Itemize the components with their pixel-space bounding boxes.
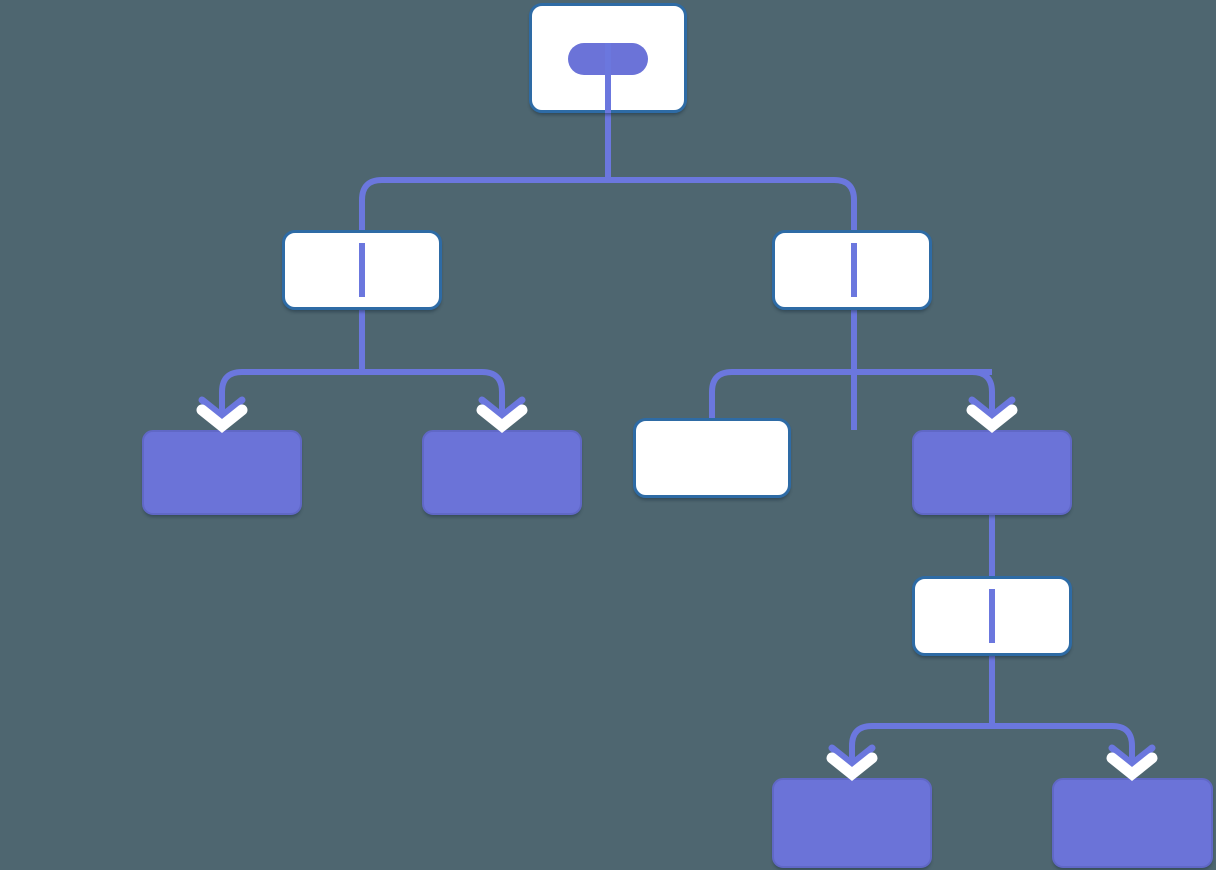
node-n8[interactable]: [772, 778, 932, 868]
node-n5[interactable]: [633, 418, 791, 498]
node-n7[interactable]: [912, 576, 1072, 656]
node-n4[interactable]: [422, 430, 582, 515]
node-label: [915, 579, 1069, 653]
node-n9[interactable]: [1052, 778, 1213, 868]
node-label: [144, 432, 300, 513]
node-label: [774, 780, 930, 866]
node-n2[interactable]: [772, 230, 932, 310]
node-label: [636, 421, 788, 495]
node-label: [1054, 780, 1211, 866]
node-label: [914, 432, 1070, 513]
node-n3[interactable]: [142, 430, 302, 515]
node-label: [285, 233, 439, 307]
node-label: [775, 233, 929, 307]
node-label: [424, 432, 580, 513]
root-node-pill-label: [568, 43, 648, 75]
node-n6[interactable]: [912, 430, 1072, 515]
node-n1[interactable]: [282, 230, 442, 310]
